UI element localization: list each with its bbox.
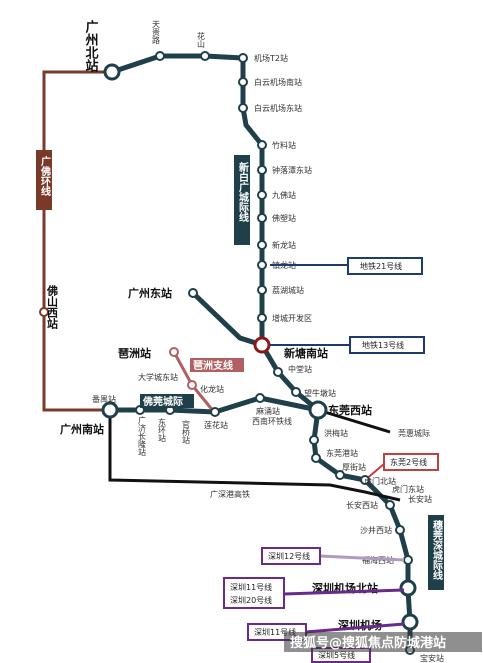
- station-baoan: 宝安站: [420, 653, 444, 663]
- guanhui-line: [317, 408, 391, 434]
- watermark-bg: [284, 632, 482, 652]
- hub-guangzhou-north: 广州北站: [83, 19, 100, 73]
- station-fanyu: 番禺站: [92, 394, 116, 404]
- station-baiyun-south: 白云机场南站: [254, 77, 302, 87]
- guangzhou-east-branch: [191, 291, 263, 348]
- box-shenzhen11-20: [223, 577, 285, 609]
- foguan-loop-line: [42, 70, 112, 412]
- station-machong: 麻涌站: [256, 406, 280, 416]
- label-foguan-loop: 广佛环线: [39, 155, 52, 197]
- svg-text:深圳12号线: 深圳12号线: [268, 551, 310, 561]
- svg-text:地铁13号线: 地铁13号线: [362, 340, 404, 350]
- hub-circles: [101, 63, 419, 631]
- box-shenzhen12: [261, 547, 321, 565]
- label-xinan-huantie: 西南环铁线: [252, 416, 292, 426]
- label-guanhui: 莞惠城际: [398, 428, 430, 438]
- svg-text:深圳11号线: 深圳11号线: [230, 582, 272, 592]
- label-suiguan: 穗莞深城际线: [431, 519, 443, 581]
- station-lihu: 荔湖城站: [272, 285, 304, 295]
- station-zhongluotan: 钟落潭东站: [272, 165, 312, 175]
- station-lianhua: 莲花站: [204, 420, 228, 430]
- station-zhongtang: 中堂站: [288, 364, 312, 374]
- station-changan: 长安站: [408, 494, 432, 504]
- hub-guangzhou-south: 广州南站: [60, 422, 104, 436]
- svg-text:深圳5号线: 深圳5号线: [318, 650, 355, 660]
- station-huashan: 花山: [197, 31, 206, 49]
- box-dongguan2: [383, 453, 439, 471]
- station-huanglong: 化龙站: [200, 384, 224, 394]
- hub-dongguan-west: 东莞西站: [328, 403, 372, 417]
- label-pazhou-branch: 琶洲支线: [193, 359, 233, 372]
- station-dongchong: 东环站: [158, 417, 167, 443]
- svg-text:深圳20号线: 深圳20号线: [230, 595, 272, 605]
- station-huanchang: 广济长隆站: [138, 415, 147, 457]
- box-metro21: [347, 257, 423, 275]
- station-airport-t2: 机场T2站: [254, 53, 288, 63]
- station-houjie: 厚街站: [342, 462, 366, 472]
- xintang-south-hub: [253, 336, 271, 354]
- station-tianguilu: 天贵路: [152, 20, 161, 44]
- station-foshu: 佛塑站: [272, 213, 296, 223]
- station-baiyun-east: 白云机场东站: [254, 103, 302, 113]
- station-wangniudun: 望牛墩站: [304, 388, 336, 398]
- station-xinlong: 新龙站: [272, 240, 296, 250]
- hub-xintang-south: 新塘南站: [284, 346, 328, 360]
- station-jiufo: 九佛站: [272, 190, 296, 200]
- station-humen-east: 虎门东站: [392, 484, 424, 494]
- station-changan-west: 长安西站: [346, 500, 378, 510]
- station-guanqiao: 官桥站: [182, 419, 191, 445]
- label-guangshengang: 广深港高铁: [210, 489, 250, 499]
- station-dongguan-port: 东莞港站: [326, 448, 358, 458]
- station-daxuecheng-east: 大学城东站: [138, 372, 178, 382]
- box-metro13: [349, 336, 425, 354]
- station-hongmei: 洪梅站: [324, 428, 348, 438]
- svg-text:东莞2号线: 东莞2号线: [390, 457, 427, 467]
- station-humen-north: 虎门北站: [364, 476, 396, 486]
- station-zengcheng-dev: 增城开发区: [272, 313, 312, 323]
- label-xinbai-guang: 新白广城际线: [237, 161, 249, 223]
- hub-guangzhou-east: 广州东站: [128, 286, 172, 300]
- svg-text:深圳11号线: 深圳11号线: [254, 627, 296, 637]
- label-foguan-intercity: 佛莞城际: [142, 395, 183, 408]
- station-zhuliao: 竹料站: [272, 140, 296, 150]
- hub-pazhou: 琶洲站: [118, 346, 151, 360]
- guangshengang-line: [108, 410, 401, 502]
- station-shajing-west: 沙井西站: [360, 525, 392, 535]
- svg-text:地铁21号线: 地铁21号线: [360, 261, 402, 271]
- hub-foshan-west: 佛山西站: [46, 284, 60, 330]
- watermark-text: 搜狐号@搜狐焦点防城港站: [290, 635, 446, 651]
